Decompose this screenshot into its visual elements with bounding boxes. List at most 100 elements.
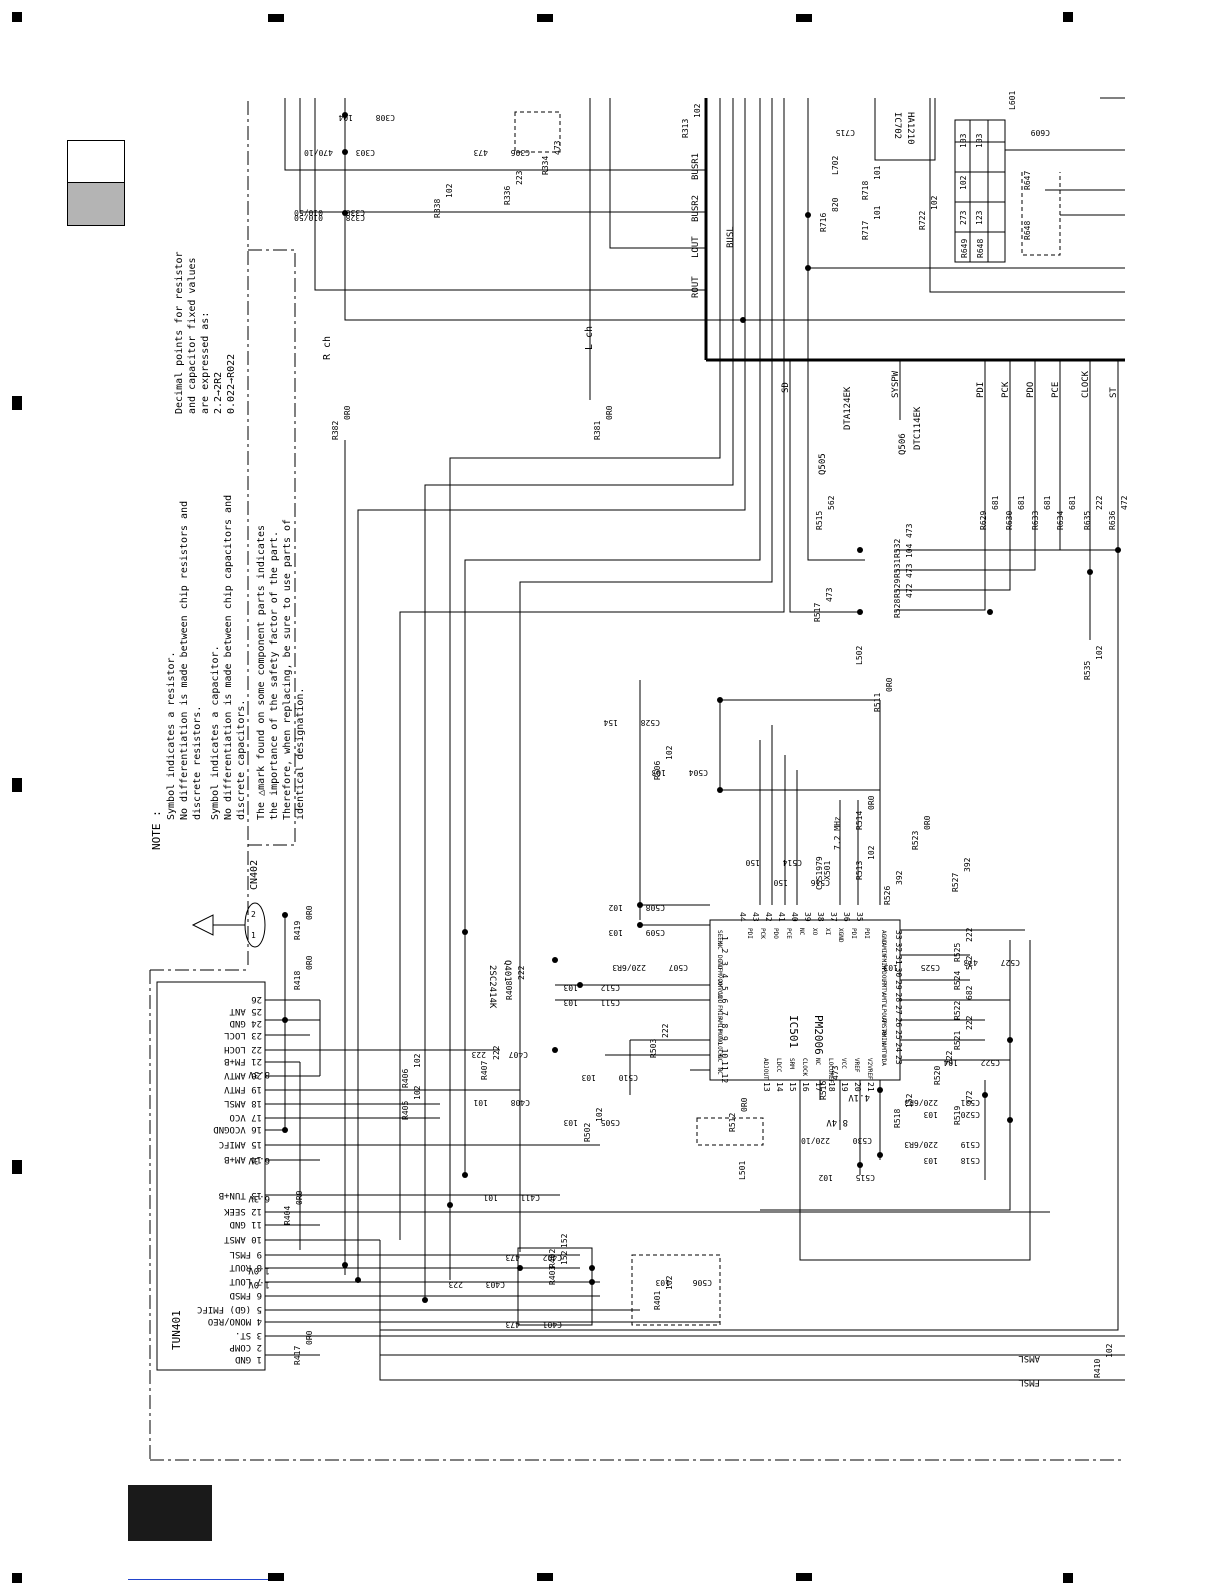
tuner-body [156,981,266,1371]
tuner-pin-label: 2 COMP [229,1342,262,1352]
resistor-value-r338: 102 [445,183,454,198]
capacitor-value-c516: 150 [773,878,788,887]
capacitor-c522: C522 [981,1058,1000,1067]
tuner-pin-label: 20 AMTV [223,1070,262,1080]
ic501-pin-top: PCE [785,928,792,939]
ic501-pin-num-left: 11 [720,1061,729,1071]
resistor-value-r334: 473 [553,140,562,155]
net-label-pdo: PDO [1026,382,1036,398]
decimal-note-block: Decimal points for resistor and capacito… [174,251,237,414]
ic702-body [874,98,936,161]
capacitor-value-c519: 220/6R3 [904,1140,938,1149]
dashed-box-c402 [517,1247,593,1326]
table-ref: R648 [976,239,985,258]
resistor-r629: R629 [979,511,988,530]
ic501-pin-num-left: 9 [720,1036,729,1041]
table-cell: 273 [959,210,968,225]
rail-top-f [464,98,761,1175]
resistor-value-r417: 0R0 [305,1330,314,1345]
resistor-r381: R381 [593,421,602,440]
net-label-st: ST [1109,387,1119,398]
resistor-r382: R382 [331,421,340,440]
resistor-value-r401: 102 [665,1275,674,1290]
resistor-r718: R718 [861,181,870,200]
capacitor-value-c515: 102 [818,1173,833,1182]
section-tab-upper [67,140,125,184]
resistor-r516: R516 [819,1081,828,1100]
registration-mark-bottom-3 [796,1573,812,1581]
resistor-r407: R407 [480,1061,489,1080]
capacitor-c512: C512 [601,983,620,992]
voltage-label: 6.3V [248,1155,270,1165]
ic501-pin-num-left: 1 [720,936,729,941]
ic501-pin-labels: SEEK1NC2DGND3FMVCO4AMVCO5VDD6FMIF7AMIF8M… [716,912,903,1092]
net-label-clock: CLOCK [1081,370,1091,398]
resistor-value-r523: 0R0 [923,815,932,830]
ic501-pin-num-top: 37 [829,912,838,922]
tuner-pin-label: 23 LOCL [224,1030,262,1040]
resistor-r417: R417 [293,1346,302,1365]
ic501-pin-num-top: 35 [855,912,864,922]
ic501-pin-num-bottom: 16 [801,1082,810,1092]
capacitor-value-c402: 473 [505,1253,520,1262]
resistor-value-r511: 0R0 [885,677,894,692]
rail-busr2 [299,98,706,213]
tuner-top-verticals [284,440,346,1275]
crystal-ref: X501 [823,861,832,880]
resistor-r518: R518 [893,1109,902,1128]
resistor-value-r419: 0R0 [305,905,314,920]
ic501-pin-num-right: 26 [894,1018,903,1028]
resistor-r526: R526 [883,886,892,905]
resistor-value-r521: 222 [965,1015,974,1030]
resistor-r517: R517 [813,603,822,622]
capacitor-value-c508: 102 [608,903,623,912]
resistor-value-r506: 102 [665,745,674,760]
ic501-pin-right: FMIN [880,955,887,970]
rail-top-d [424,98,734,1300]
capacitor-c530: C530 [853,1136,872,1145]
ic501-ref: IC501 [787,1015,800,1048]
ic501-pin-left: MONO [716,1030,723,1045]
capacitor-value-c510: 103 [581,1073,596,1082]
capacitor-c527: C527 [1001,958,1020,967]
capacitor-value-c522: 104 [943,1058,958,1067]
tuner-pin-label: 14 AM+B [224,1154,262,1164]
rail-top-h [399,98,785,1240]
capacitor-value-c511: 103 [563,998,578,1007]
resistor-r524: R524 [953,971,962,990]
table-cell: 103 [959,133,968,148]
ic501-pin-num-right: 27 [894,1005,903,1015]
ic501-pin-bottom: NC [814,1058,821,1066]
tuner-pin-label: 6 FMSD [229,1290,262,1300]
voltage-label: 1.0V [248,1265,270,1275]
ic501-pin-bottom: SRM [788,1058,795,1069]
resistor-value-r716: 820 [831,197,840,212]
decimal-line-1: and capacitor fixed values [187,257,198,414]
capacitor-value-c509: 103 [608,928,623,937]
ic501-pin-num-left: 8 [720,1024,729,1029]
capacitor-c505: C505 [601,1118,620,1127]
rail-right-1 [929,98,1125,293]
ic501-pin-top: XO [811,928,818,936]
tuner-pin-label: 22 LOCH [224,1044,262,1054]
ic501-part: PM2006 [812,1015,825,1055]
resistor-r635: R635 [1083,511,1092,530]
ic501-pin-top: NC [798,928,805,936]
resistor-r336: R336 [503,186,512,205]
cn402-label: CN402 [249,860,260,890]
dashed-box-c506 [631,1254,721,1326]
crystal-value: 7.2 MHz [833,816,842,850]
note-line-0: Symbol indicates a resistor. [166,651,177,820]
ic501-pin-bottom: LDCC [775,1058,782,1073]
q401-part: 2SC2414K [487,965,497,1009]
note-line-1: No differentiation is made between chip … [179,501,190,820]
inductor-l501: L501 [738,1161,747,1180]
note-line-7: the importance of the safety factor of t… [269,531,280,820]
capacitor-value-c408: 101 [473,1098,488,1107]
note-line-6: The △mark found on some component parts … [256,525,267,820]
resistor-r515: R515 [815,511,824,530]
capacitor-value-c403: 223 [448,1280,463,1289]
ic501-pin-top: XGND [837,928,844,943]
net-label-busr2: BUSR2 [691,195,701,222]
